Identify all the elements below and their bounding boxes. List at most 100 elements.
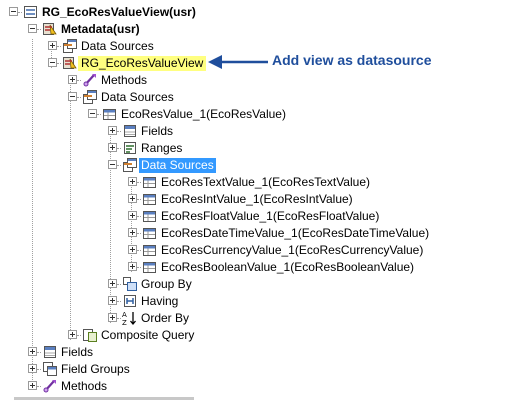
tree-node-boolean[interactable]: EcoResBooleanValue_1(EcoResBooleanValue) — [0, 259, 510, 276]
tree-node-methods-1[interactable]: Methods — [0, 72, 510, 89]
expand-toggle[interactable] — [128, 194, 137, 203]
expand-toggle[interactable] — [108, 126, 117, 135]
having-icon — [122, 293, 138, 309]
tree-node-label: EcoResBooleanValue_1(EcoResBooleanValue) — [161, 260, 415, 274]
tree-connector — [37, 369, 41, 370]
view-icon — [23, 4, 39, 20]
tree-node-fieldgroups[interactable]: Field Groups — [0, 361, 510, 378]
expand-toggle[interactable] — [108, 143, 117, 152]
tree-node-metadata[interactable]: Metadata(usr) — [0, 21, 510, 38]
tree-node-label: Group By — [141, 277, 192, 291]
datasource-icon — [142, 242, 158, 258]
datasources-icon — [82, 89, 98, 105]
tree-node-currency[interactable]: EcoResCurrencyValue_1(EcoResCurrencyValu… — [0, 242, 510, 259]
tree-node-ranges[interactable]: Ranges — [0, 140, 510, 157]
svg-text:A: A — [122, 311, 127, 319]
collapse-toggle[interactable] — [48, 58, 57, 67]
tree-node-label: EcoResDateTimeValue_1(EcoResDateTimeValu… — [161, 226, 430, 240]
expand-toggle[interactable] — [108, 313, 117, 322]
tree-connector — [117, 318, 121, 319]
tree-node-label: Fields — [141, 124, 174, 138]
tree-node-float[interactable]: EcoResFloatValue_1(EcoResFloatValue) — [0, 208, 510, 225]
fieldgroups-icon — [42, 361, 58, 377]
partial-row-bottom — [14, 397, 194, 400]
expand-toggle[interactable] — [128, 228, 137, 237]
tree-node-datetime[interactable]: EcoResDateTimeValue_1(EcoResDateTimeValu… — [0, 225, 510, 242]
tree-node-ds-top[interactable]: Data Sources — [0, 38, 510, 55]
tree-node-view-ds[interactable]: RG_EcoResValueView — [0, 55, 510, 72]
datasource-icon — [142, 191, 158, 207]
expand-toggle[interactable] — [28, 381, 37, 390]
expand-toggle[interactable] — [128, 211, 137, 220]
tree-connector — [37, 352, 41, 353]
tree-line-ds3 — [131, 180, 132, 272]
tree-node-int[interactable]: EcoResIntValue_1(EcoResIntValue) — [0, 191, 510, 208]
arrow-left-icon — [208, 55, 268, 69]
expand-toggle[interactable] — [108, 296, 117, 305]
expand-toggle[interactable] — [28, 364, 37, 373]
tree-node-ecoresvalue[interactable]: EcoResValue_1(EcoResValue) — [0, 106, 510, 123]
collapse-toggle[interactable] — [108, 160, 117, 169]
expand-toggle[interactable] — [108, 279, 117, 288]
tree-connector — [77, 97, 81, 98]
tree-node-methods-2[interactable]: Methods — [0, 378, 510, 395]
annotation-text: Add view as datasource — [272, 52, 432, 68]
tree-node-label: Order By — [141, 311, 190, 325]
tree-connector — [97, 114, 101, 115]
tree-connector — [117, 301, 121, 302]
tree-connector — [37, 29, 41, 30]
tree-node-groupby[interactable]: Group By — [0, 276, 510, 293]
tree-node-having[interactable]: Having — [0, 293, 510, 310]
tree-connector — [77, 80, 81, 81]
tree-node-label: Metadata(usr) — [61, 22, 140, 36]
methods-icon — [42, 378, 58, 394]
tree-node-label: EcoResCurrencyValue_1(EcoResCurrencyValu… — [161, 243, 424, 257]
tree-connector — [57, 46, 61, 47]
collapse-toggle[interactable] — [88, 109, 97, 118]
tree-connector — [137, 267, 141, 268]
collapse-toggle[interactable] — [9, 7, 18, 16]
tree-node-label: Composite Query — [101, 328, 195, 342]
expand-toggle[interactable] — [128, 177, 137, 186]
tree-node-root[interactable]: RG_EcoResValueView(usr) — [0, 4, 510, 21]
tree-connector — [137, 250, 141, 251]
tree-line-root — [32, 39, 33, 390]
tree-connector — [117, 148, 121, 149]
datasource-icon — [142, 259, 158, 275]
expand-toggle[interactable] — [68, 75, 77, 84]
collapse-toggle[interactable] — [68, 92, 77, 101]
tree-node-ds-2[interactable]: Data Sources — [0, 89, 510, 106]
tree-node-label: Data Sources — [139, 158, 216, 173]
expand-toggle[interactable] — [48, 41, 57, 50]
datasource-icon — [142, 174, 158, 190]
tree-node-label: Data Sources — [81, 39, 154, 53]
tree-connector — [117, 284, 121, 285]
tree-node-label: RG_EcoResValueView — [78, 56, 207, 71]
expand-toggle[interactable] — [68, 330, 77, 339]
tree-node-ds-3[interactable]: Data Sources — [0, 157, 510, 174]
datasources-icon — [122, 157, 138, 173]
fields-icon — [122, 123, 138, 139]
tree-line-view — [70, 78, 71, 340]
tree-node-text[interactable]: EcoResTextValue_1(EcoResTextValue) — [0, 174, 510, 191]
composite-icon — [82, 327, 98, 343]
tree-node-label: EcoResValue_1(EcoResValue) — [121, 107, 286, 121]
collapse-toggle[interactable] — [28, 24, 37, 33]
datasource-icon — [102, 106, 118, 122]
tree-node-fields-1[interactable]: Fields — [0, 123, 510, 140]
tree-node-label: Methods — [101, 73, 148, 87]
expand-toggle[interactable] — [128, 245, 137, 254]
expand-toggle[interactable] — [28, 347, 37, 356]
metadata-icon — [62, 55, 78, 71]
ranges-icon — [122, 140, 138, 156]
tree-node-label: EcoResFloatValue_1(EcoResFloatValue) — [161, 209, 380, 223]
tree-connector — [137, 199, 141, 200]
datasource-icon — [142, 208, 158, 224]
tree-node-label: Having — [141, 294, 179, 308]
tree-connector — [77, 335, 81, 336]
expand-toggle[interactable] — [128, 262, 137, 271]
tree-node-fields-2[interactable]: Fields — [0, 344, 510, 361]
tree-node-composite[interactable]: Composite Query — [0, 327, 510, 344]
